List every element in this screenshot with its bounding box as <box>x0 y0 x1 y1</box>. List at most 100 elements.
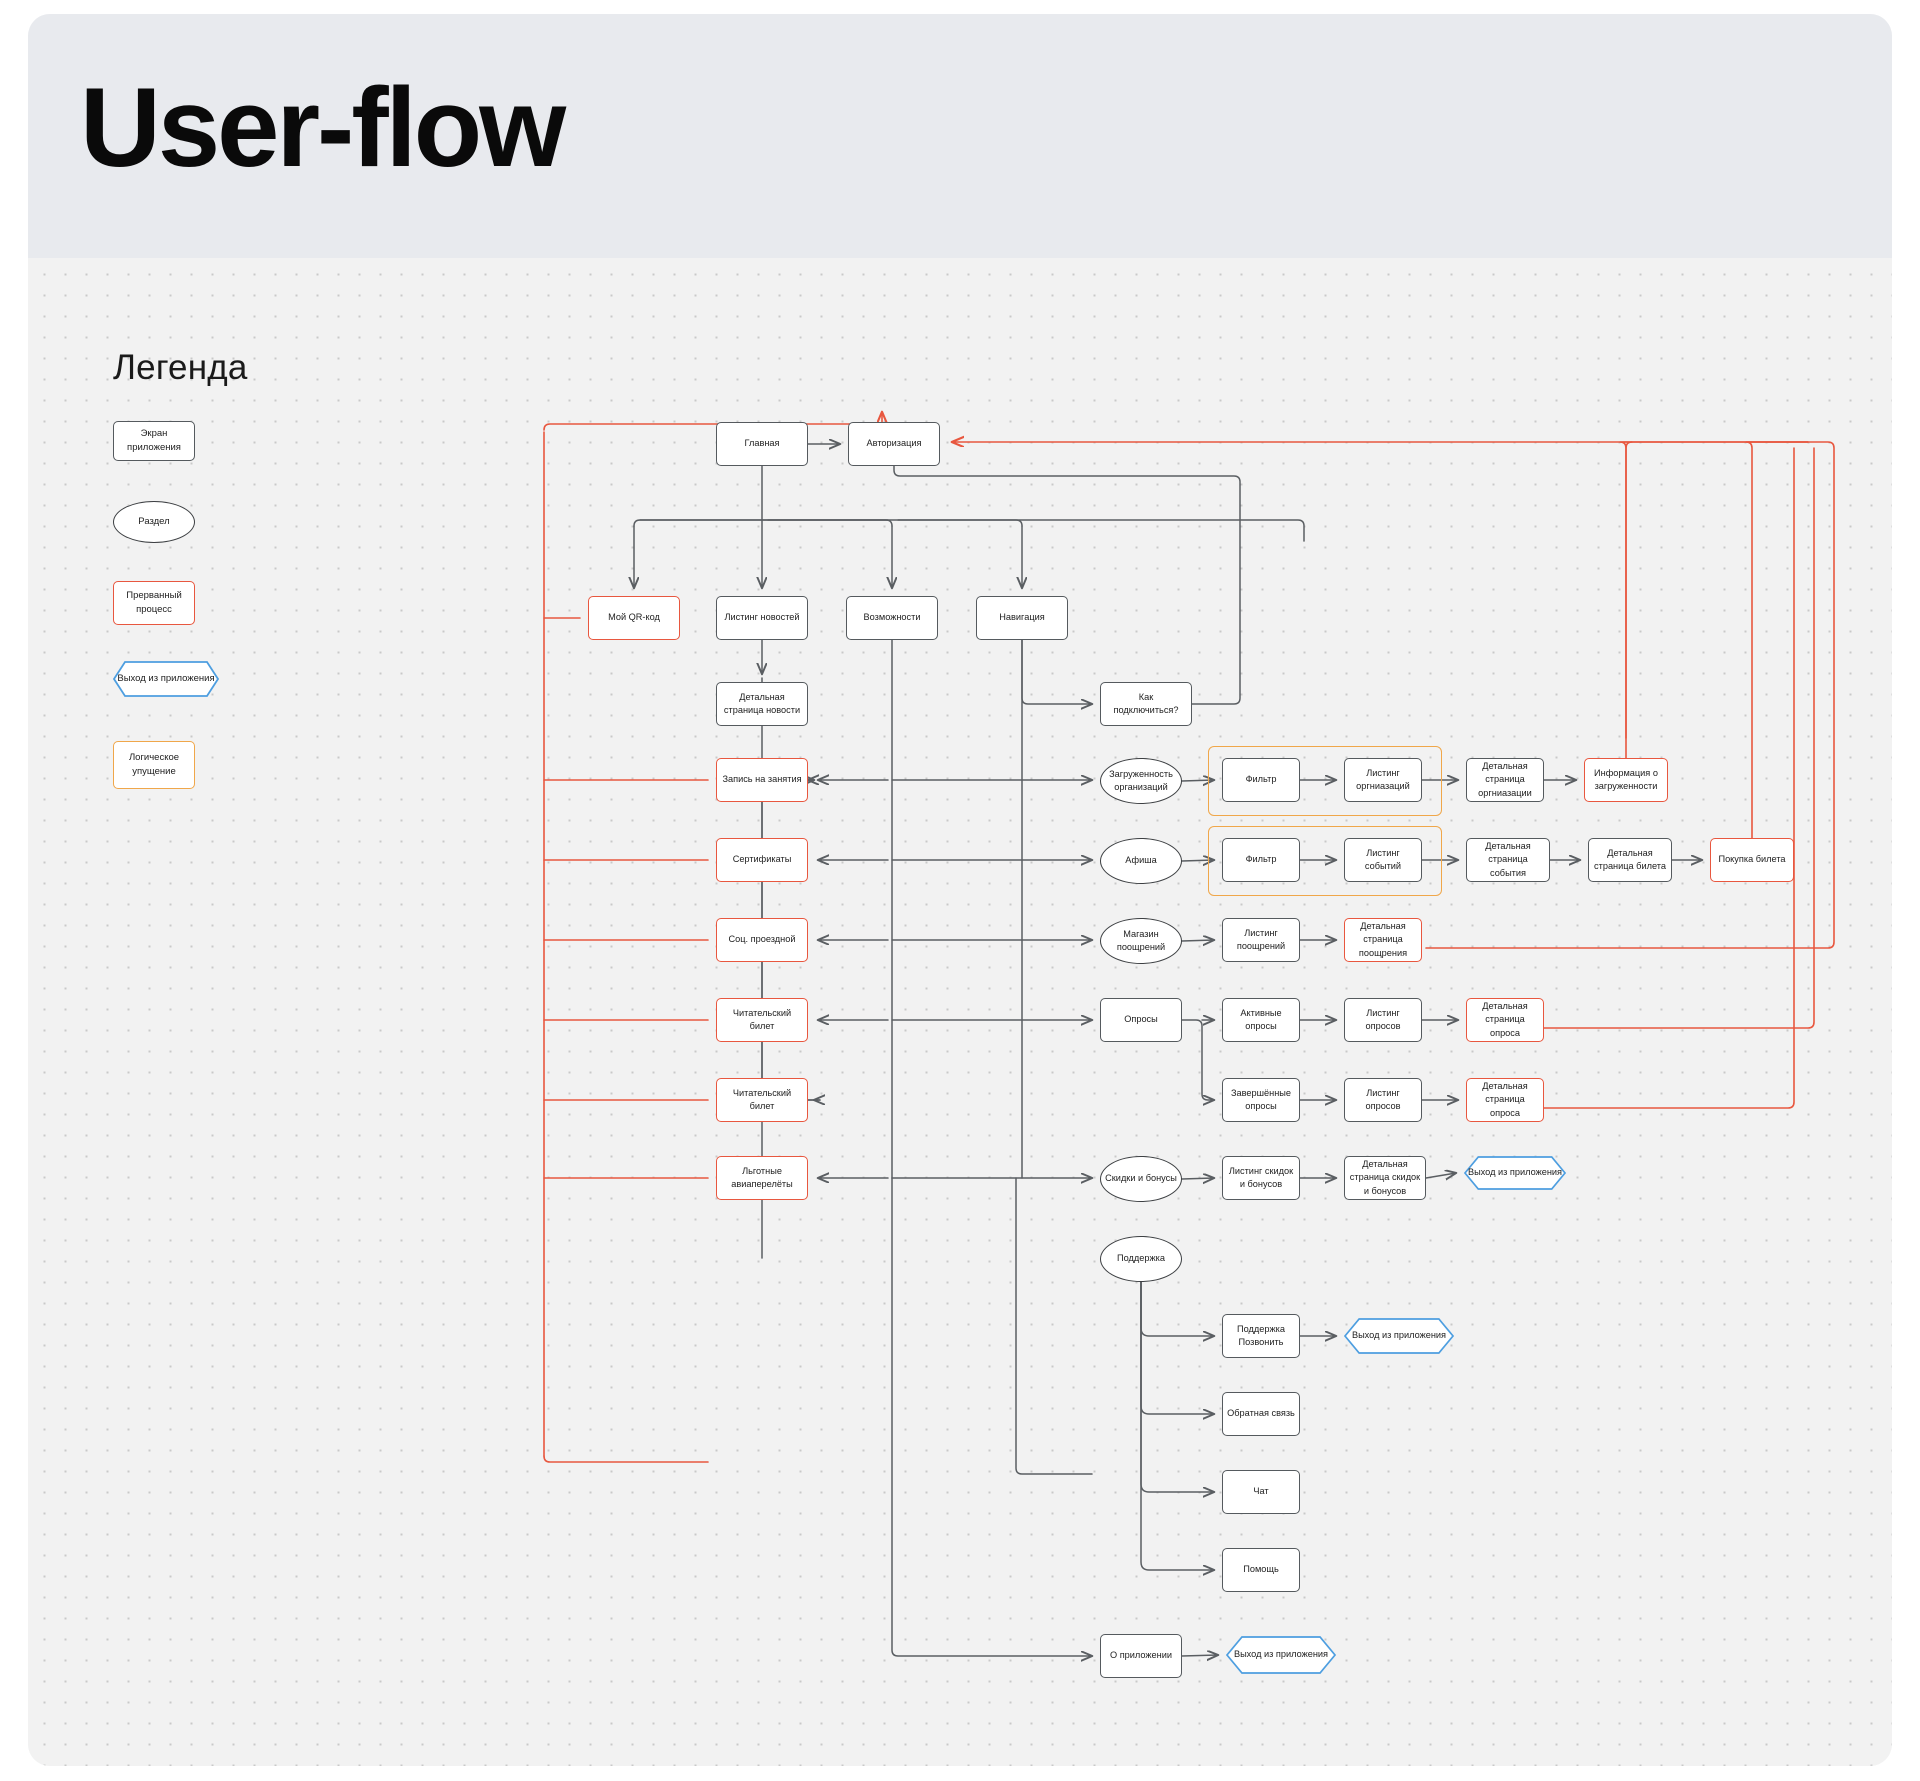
flow-node-feedback[interactable]: Обратная связь <box>1222 1392 1300 1436</box>
flow-node-label: Детальная страница опроса <box>1482 1080 1528 1118</box>
flow-node-event_listing[interactable]: Листинг событий <box>1344 838 1422 882</box>
flow-node-label: Чат <box>1253 1486 1269 1497</box>
flow-node-chat[interactable]: Чат <box>1222 1470 1300 1514</box>
flow-node-filter_event[interactable]: Фильтр <box>1222 838 1300 882</box>
flow-node-label: Листинг скидок и бонусов <box>1228 1165 1294 1189</box>
flow-node-label: Мой QR-код <box>608 612 660 623</box>
flow-node-features[interactable]: Возможности <box>846 596 938 640</box>
flow-node-label: Опросы <box>1124 1014 1158 1025</box>
flow-node-exit_support[interactable]: Выход из приложения <box>1344 1318 1454 1354</box>
hexagon-icon <box>113 661 219 697</box>
flow-node-survey_detail_b[interactable]: Детальная страница опроса <box>1466 1078 1544 1122</box>
flow-node-label: Сертификаты <box>732 854 792 865</box>
flow-node-survey_listing_a[interactable]: Листинг опросов <box>1344 998 1422 1042</box>
flow-node-label: Скидки и бонусы <box>1105 1173 1177 1184</box>
flow-node-label: Навигация <box>999 612 1045 623</box>
flow-node-label: Магазин поощрений <box>1116 928 1166 952</box>
flow-node-label: Фильтр <box>1245 854 1277 865</box>
flow-node-surveys[interactable]: Опросы <box>1100 998 1182 1042</box>
legend-label-logical: Логическое упущение <box>128 752 180 777</box>
flow-node-soc_pass[interactable]: Соц. проездной <box>716 918 808 962</box>
flow-node-filter_org[interactable]: Фильтр <box>1222 758 1300 802</box>
flow-node-finished_surveys[interactable]: Завершённые опросы <box>1222 1078 1300 1122</box>
flow-node-label: Листинг опросов <box>1365 1007 1401 1031</box>
flow-node-reader_ticket_1[interactable]: Читательский билет <box>716 998 808 1042</box>
flow-node-main[interactable]: Главная <box>716 422 808 466</box>
flow-node-poster[interactable]: Афиша <box>1100 838 1182 884</box>
flow-node-label: Выход из приложения <box>1351 1330 1447 1341</box>
flow-node-label: Листинг поощрений <box>1236 927 1286 951</box>
legend-item-section: Раздел <box>113 501 195 543</box>
flow-node-label: Листинг новостей <box>724 612 800 623</box>
flow-node-ticket_buy[interactable]: Покупка билета <box>1710 838 1794 882</box>
flow-node-signup_class[interactable]: Запись на занятия <box>716 758 808 802</box>
flow-node-label: Листинг оргниазаций <box>1356 767 1410 791</box>
flow-node-ticket_detail[interactable]: Детальная страница билета <box>1588 838 1672 882</box>
flow-node-qr[interactable]: Мой QR-код <box>588 596 680 640</box>
flow-node-discount_detail[interactable]: Детальная страница скидок и бонусов <box>1344 1156 1426 1200</box>
legend-item-broken: Прерванный процесс <box>113 581 195 625</box>
flow-node-reward_detail[interactable]: Детальная страница поощрения <box>1344 918 1422 962</box>
flow-node-active_surveys[interactable]: Активные опросы <box>1222 998 1300 1042</box>
flow-node-auth[interactable]: Авторизация <box>848 422 940 466</box>
hexagon-icon <box>1226 1636 1336 1674</box>
flow-node-exit_discount[interactable]: Выход из приложения <box>1464 1156 1566 1190</box>
flow-node-support[interactable]: Поддержка <box>1100 1236 1182 1282</box>
flow-node-certificates[interactable]: Сертификаты <box>716 838 808 882</box>
flow-node-org_listing[interactable]: Листинг оргниазаций <box>1344 758 1422 802</box>
flow-node-label: Читательский билет <box>732 1007 792 1031</box>
legend-label-broken: Прерванный процесс <box>126 590 182 615</box>
legend-item-logical: Логическое упущение <box>113 741 195 789</box>
flow-node-label: Фильтр <box>1245 774 1277 785</box>
flow-node-label: Запись на занятия <box>722 774 802 785</box>
flow-node-news_list[interactable]: Листинг новостей <box>716 596 808 640</box>
flow-node-label: Как подключиться? <box>1113 691 1179 715</box>
flow-node-label: Возможности <box>863 612 921 623</box>
legend-item-screen: Экран приложения <box>113 421 195 461</box>
flow-node-flights[interactable]: Льготные авиаперелёты <box>716 1156 808 1200</box>
hexagon-shape: Выход из приложения <box>1226 1636 1336 1674</box>
flow-node-label: Поддержка Позвонить <box>1237 1323 1285 1347</box>
flow-node-news_detail[interactable]: Детальная страница новости <box>716 682 808 726</box>
flow-node-org_load[interactable]: Загруженность организаций <box>1100 758 1182 804</box>
flow-node-label: Покупка билета <box>1718 854 1786 865</box>
flow-node-label: Выход из приложения <box>1233 1649 1329 1660</box>
flow-node-support_call[interactable]: Поддержка Позвонить <box>1222 1314 1300 1358</box>
legend-label-screen: Экран приложения <box>127 428 181 453</box>
flow-node-label: Листинг опросов <box>1365 1087 1401 1111</box>
flow-node-label: Читательский билет <box>732 1087 792 1111</box>
flow-node-label: Листинг событий <box>1364 847 1402 871</box>
flow-node-load_info[interactable]: Информация о загруженности <box>1584 758 1668 802</box>
flow-node-discounts[interactable]: Скидки и бонусы <box>1100 1156 1182 1202</box>
flow-node-survey_listing_b[interactable]: Листинг опросов <box>1344 1078 1422 1122</box>
flow-node-reader_ticket_2[interactable]: Читательский билет <box>716 1078 808 1122</box>
generated-edges <box>1140 780 1702 1656</box>
flow-node-label: Обратная связь <box>1227 1408 1295 1419</box>
flow-node-label: Авторизация <box>866 438 922 449</box>
flow-node-exit_about[interactable]: Выход из приложения <box>1226 1636 1336 1674</box>
hexagon-icon <box>1344 1318 1454 1354</box>
flow-node-label: Афиша <box>1125 855 1157 866</box>
flow-node-reward_listing[interactable]: Листинг поощрений <box>1222 918 1300 962</box>
flow-node-event_detail[interactable]: Детальная страница события <box>1466 838 1550 882</box>
flow-canvas[interactable]: Легенда Экран приложения Раздел Прерванн… <box>28 258 1892 1766</box>
flow-node-label: Детальная страница оргниазации <box>1478 760 1532 798</box>
flow-node-survey_detail_a[interactable]: Детальная страница опроса <box>1466 998 1544 1042</box>
flow-node-label: Главная <box>744 438 780 449</box>
flow-node-help[interactable]: Помощь <box>1222 1548 1300 1592</box>
app-canvas-card: User-flow Легенда Экран приложения Разде… <box>28 14 1892 1766</box>
flow-node-label: Активные опросы <box>1240 1007 1282 1031</box>
flow-node-label: Информация о загруженности <box>1594 767 1658 791</box>
flow-node-label: Детальная страница билета <box>1594 847 1666 871</box>
flow-node-about[interactable]: О приложении <box>1100 1634 1182 1678</box>
flow-node-label: О приложении <box>1110 1650 1172 1661</box>
flow-node-reward_shop[interactable]: Магазин поощрений <box>1100 918 1182 964</box>
flow-node-discount_listing[interactable]: Листинг скидок и бонусов <box>1222 1156 1300 1200</box>
flow-node-label: Помощь <box>1243 1564 1279 1575</box>
flow-node-how_connect[interactable]: Как подключиться? <box>1100 682 1192 726</box>
flow-node-label: Выход из приложения <box>1467 1167 1563 1178</box>
flow-node-label: Завершённые опросы <box>1231 1087 1291 1111</box>
flow-edges <box>543 258 1835 1766</box>
flow-node-org_detail[interactable]: Детальная страница оргниазации <box>1466 758 1544 802</box>
flow-node-navigation[interactable]: Навигация <box>976 596 1068 640</box>
